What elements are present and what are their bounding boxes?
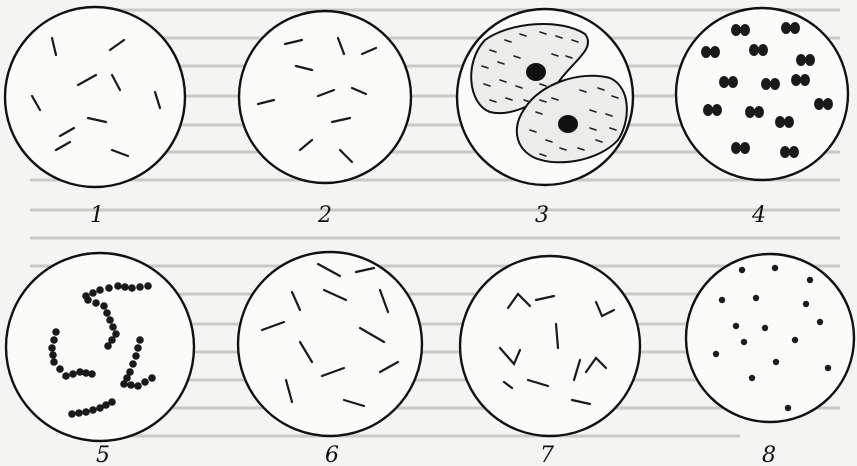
coccus	[103, 309, 111, 317]
panel-3-label: 3	[535, 203, 549, 228]
panel-6-circle	[238, 252, 422, 436]
coccus	[96, 286, 104, 294]
coccus	[129, 360, 137, 368]
panel-6: 6	[238, 252, 422, 466]
coccus	[106, 316, 114, 324]
coccus	[82, 408, 90, 416]
panel-8: 8	[686, 254, 854, 466]
coccus	[136, 336, 144, 344]
coccus	[144, 282, 152, 290]
coccus	[128, 284, 136, 292]
panel-8-label: 8	[762, 443, 776, 466]
coccus	[100, 302, 108, 310]
panel-3-nucleus-upper	[526, 63, 546, 81]
coccus	[109, 323, 117, 331]
coccus	[134, 344, 142, 352]
coccus	[132, 352, 140, 360]
coccus	[89, 406, 97, 414]
coccus	[104, 342, 112, 350]
coccus	[121, 283, 129, 291]
coccus	[88, 370, 96, 378]
panel-5: 5	[6, 253, 194, 466]
panel-2-circle	[239, 11, 411, 183]
panel-1-label: 1	[90, 203, 104, 228]
coccus	[68, 410, 76, 418]
panel-3-nucleus-lower	[558, 115, 578, 133]
coccus	[50, 358, 58, 366]
panel-4-circle	[676, 8, 848, 180]
coccus	[89, 289, 97, 297]
panel-5-label: 5	[96, 443, 110, 466]
coccus	[114, 282, 122, 290]
coccus	[48, 344, 56, 352]
panel-4: 4	[676, 8, 848, 228]
coccus	[69, 370, 77, 378]
coccus	[134, 382, 142, 390]
coccus	[49, 351, 57, 359]
coccus	[75, 409, 83, 417]
panel-3: 3	[457, 9, 633, 228]
coccus	[84, 296, 92, 304]
coccus	[148, 374, 156, 382]
panel-2-label: 2	[317, 203, 332, 228]
coccus	[105, 284, 113, 292]
panel-8-circle	[686, 254, 854, 422]
panel-2: 2	[239, 11, 411, 228]
coccus	[120, 380, 128, 388]
coccus	[141, 378, 149, 386]
coccus	[50, 336, 58, 344]
coccus	[136, 283, 144, 291]
coccus	[92, 299, 100, 307]
panel-7-circle	[460, 256, 640, 436]
coccus	[56, 365, 64, 373]
coccus	[108, 398, 116, 406]
panel-1: 1	[5, 7, 185, 228]
panel-7-label: 7	[540, 443, 554, 466]
panel-6-label: 6	[325, 443, 339, 466]
coccus	[52, 328, 60, 336]
coccus	[127, 381, 135, 389]
coccus	[62, 372, 70, 380]
panel-5-circle	[6, 253, 194, 441]
panel-4-label: 4	[751, 203, 766, 228]
